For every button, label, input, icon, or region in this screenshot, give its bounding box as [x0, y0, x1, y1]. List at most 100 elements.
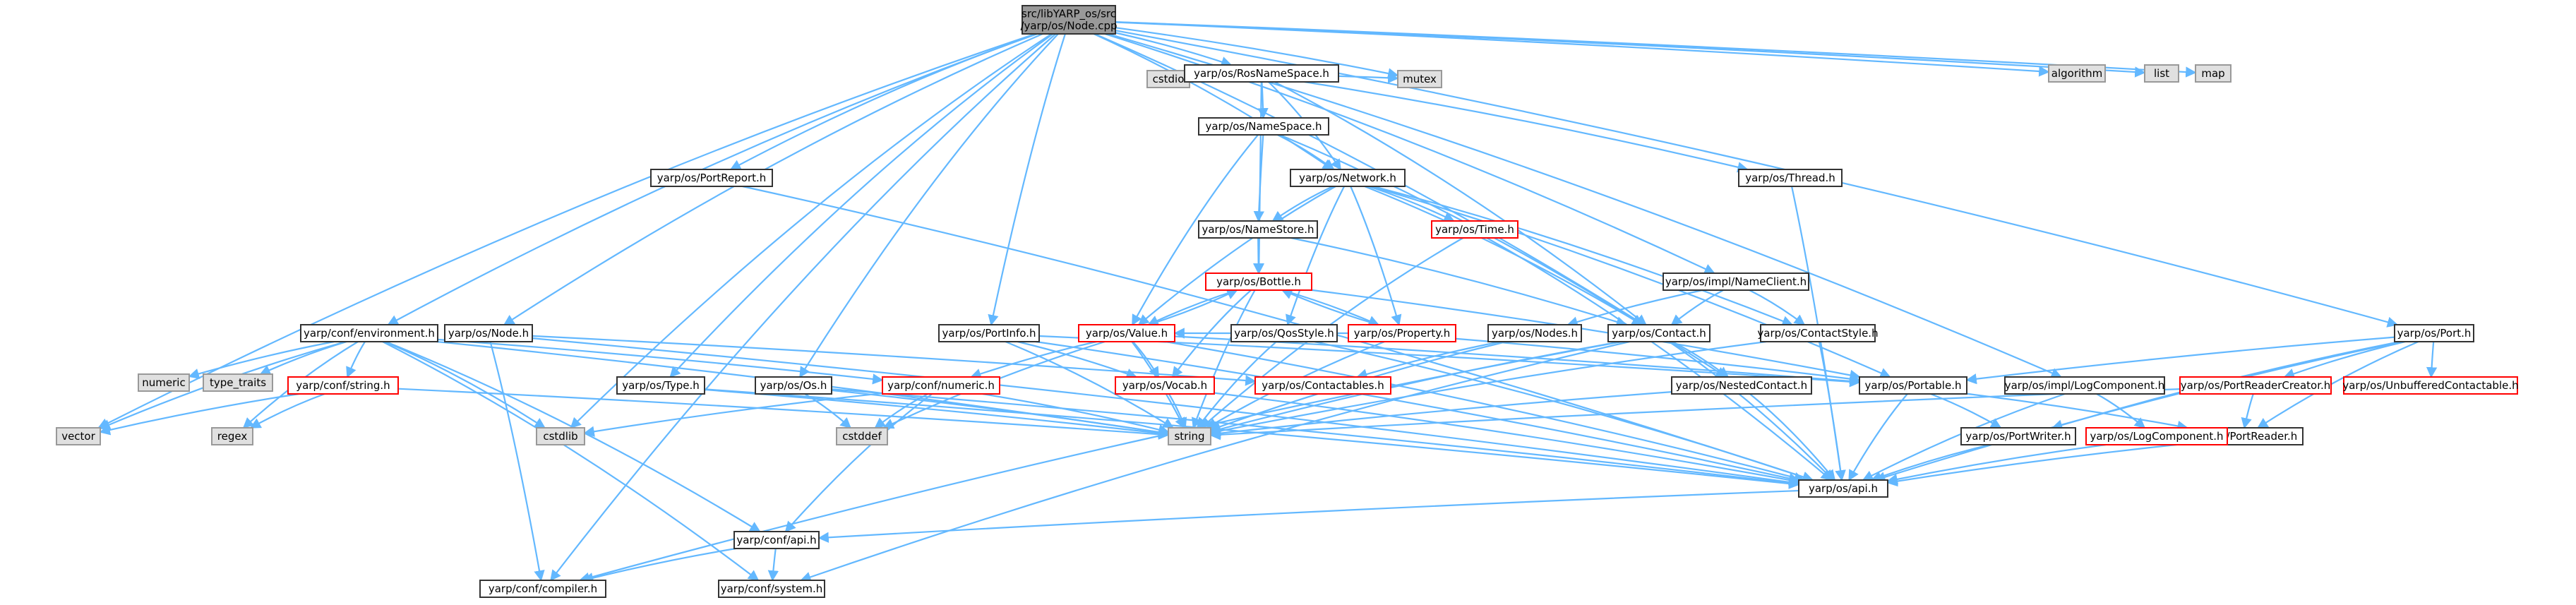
- node-RosNameSpace[interactable]: yarp/os/RosNameSpace.h: [1184, 64, 1339, 83]
- node-box: [2343, 376, 2518, 395]
- node-box: [536, 427, 585, 445]
- node-PortReport[interactable]: yarp/os/PortReport.h: [650, 169, 773, 187]
- node-list[interactable]: list: [2144, 64, 2179, 83]
- node-ContactStyle[interactable]: yarp/os/ContactStyle.h: [1757, 324, 1879, 342]
- node-type_traits[interactable]: type_traits: [203, 373, 273, 392]
- node-label: cstdlib: [543, 430, 577, 443]
- edge-Network-to-Time: [1368, 185, 1455, 222]
- node-label: yarp/os/PortReaderCreator.h: [2181, 379, 2331, 392]
- node-LogComponent[interactable]: yarp/os/LogComponent.h: [2085, 427, 2228, 445]
- edge-Type-to-string: [704, 388, 1170, 439]
- node-algorithm[interactable]: algorithm: [2048, 64, 2106, 83]
- node-NameStore[interactable]: yarp/os/NameStore.h: [1198, 220, 1318, 239]
- node-box: [1663, 272, 1809, 291]
- node-box: [836, 427, 888, 445]
- node-cstdlib[interactable]: cstdlib: [536, 427, 585, 445]
- edge-OsH-to-Api: [831, 388, 1800, 489]
- node-ConfEnvironment[interactable]: yarp/conf/environment.h: [300, 324, 438, 342]
- node-box: [938, 324, 1040, 342]
- edge-ConfEnvironment-to-ConfNumeric: [437, 338, 884, 385]
- node-label: yarp/conf/system.h: [721, 582, 823, 595]
- node-Type[interactable]: yarp/os/Type.h: [616, 376, 705, 395]
- node-map[interactable]: map: [2195, 64, 2231, 83]
- node-PortWriter[interactable]: yarp/os/PortWriter.h: [1960, 427, 2076, 445]
- node-UnbufferedContactable[interactable]: yarp/os/UnbufferedContactable.h: [2342, 376, 2519, 395]
- node-label: yarp/os/PortWriter.h: [1965, 430, 2071, 443]
- edge-Api-to-ConfApi: [817, 489, 1799, 543]
- node-label: yarp/os/Type.h: [622, 379, 700, 392]
- node-regex[interactable]: regex: [211, 427, 253, 445]
- edge-root-to-PortInfo: [988, 33, 1066, 326]
- node-box: [1198, 220, 1318, 239]
- node-ConfSystem[interactable]: yarp/conf/system.h: [718, 580, 825, 598]
- node-box: [1960, 427, 2076, 445]
- node-PortInfo[interactable]: yarp/os/PortInfo.h: [938, 324, 1040, 342]
- node-NodeH[interactable]: yarp/os/Node.h: [444, 324, 533, 342]
- edge-PortH-to-UnbufferedContactable: [2426, 341, 2438, 378]
- node-mutex[interactable]: mutex: [1397, 70, 1442, 88]
- node-string[interactable]: string: [1168, 427, 1211, 445]
- node-Nodes[interactable]: yarp/os/Nodes.h: [1487, 324, 1582, 342]
- node-label: yarp/os/Node.h: [448, 327, 529, 340]
- node-label: yarp/os/NestedContact.h: [1676, 379, 1807, 392]
- node-PortReaderCreator[interactable]: yarp/os/PortReaderCreator.h: [2179, 376, 2332, 395]
- edge-NodeH-to-Api: [532, 337, 1800, 488]
- node-label: yarp/os/NameStore.h: [1202, 223, 1314, 236]
- edge-PortH-to-PortReaderCreator: [2283, 340, 2406, 379]
- node-QosStyle[interactable]: yarp/os/QosStyle.h: [1230, 324, 1338, 342]
- node-box: [1115, 376, 1215, 395]
- node-label: yarp/os/Thread.h: [1745, 172, 1835, 184]
- node-Value[interactable]: yarp/os/Value.h: [1078, 324, 1175, 342]
- node-cstdio[interactable]: cstdio: [1146, 70, 1190, 88]
- node-box: [1607, 324, 1711, 342]
- edge-Time-to-string: [1200, 237, 1464, 429]
- node-vector[interactable]: vector: [56, 427, 101, 445]
- node-NameClient[interactable]: yarp/os/impl/NameClient.h: [1663, 272, 1809, 291]
- edge-NestedContact-to-string: [1209, 391, 1672, 439]
- node-box: [56, 427, 101, 445]
- edge-root-to-ConfCompiler: [550, 33, 1057, 582]
- node-ConfApi[interactable]: yarp/conf/api.h: [733, 531, 820, 549]
- node-ConfNumeric[interactable]: yarp/conf/numeric.h: [882, 376, 1000, 395]
- node-Vocab[interactable]: yarp/os/Vocab.h: [1115, 376, 1215, 395]
- node-NestedContact[interactable]: yarp/os/NestedContact.h: [1671, 376, 1812, 395]
- node-root[interactable]: src/libYARP_os/src/yarp/os/Node.cpp: [1020, 5, 1118, 35]
- node-cstddef[interactable]: cstddef: [836, 427, 888, 445]
- edge-ContactStyle-to-string: [1209, 340, 1766, 436]
- edge-ConfEnvironment-to-numeric: [188, 340, 335, 379]
- node-LogComponentImpl[interactable]: yarp/os/impl/LogComponent.h: [2004, 376, 2165, 395]
- node-OsH[interactable]: yarp/os/Os.h: [755, 376, 832, 395]
- node-Portable[interactable]: yarp/os/Portable.h: [1859, 376, 1967, 395]
- edge-PortInfo-to-Api: [1035, 340, 1800, 484]
- node-Network[interactable]: yarp/os/Network.h: [1290, 169, 1406, 187]
- node-box: [1198, 117, 1329, 136]
- node-ConfString[interactable]: yarp/conf/string.h: [287, 376, 399, 395]
- node-box: [300, 324, 438, 342]
- node-ConfCompiler[interactable]: yarp/conf/compiler.h: [479, 580, 606, 598]
- node-label: yarp/os/Time.h: [1435, 223, 1514, 236]
- node-label: yarp/os/impl/NameClient.h: [1665, 275, 1807, 288]
- edge-Value-to-Bottle: [1148, 289, 1238, 326]
- node-Contactables[interactable]: yarp/os/Contactables.h: [1254, 376, 1391, 395]
- node-Property[interactable]: yarp/os/Property.h: [1348, 324, 1456, 342]
- node-label: regex: [217, 430, 248, 443]
- node-NameSpace[interactable]: yarp/os/NameSpace.h: [1198, 117, 1329, 136]
- node-Time[interactable]: yarp/os/Time.h: [1431, 220, 1518, 239]
- node-Thread[interactable]: yarp/os/Thread.h: [1738, 169, 1843, 187]
- node-PortH[interactable]: yarp/os/Port.h: [2394, 324, 2474, 342]
- edge-Portable-to-Api: [1848, 393, 1908, 481]
- node-box: [1184, 64, 1339, 83]
- edge-ContactStyle-to-Api: [1818, 341, 1846, 481]
- edge-NameStore-to-Contact: [1290, 236, 1628, 328]
- node-numeric[interactable]: numeric: [138, 373, 190, 392]
- edge-NameClient-to-Contact: [1670, 289, 1724, 325]
- node-Api[interactable]: yarp/os/api.h: [1798, 479, 1888, 498]
- node-label: yarp/conf/environment.h: [304, 327, 435, 340]
- node-Bottle[interactable]: yarp/os/Bottle.h: [1205, 272, 1312, 291]
- edge-ConfEnvironment-to-cstdlib: [384, 340, 546, 429]
- node-Contact[interactable]: yarp/os/Contact.h: [1607, 324, 1711, 342]
- edge-PortH-to-PortReader: [2257, 340, 2419, 429]
- node-label: yarp/conf/compiler.h: [489, 582, 597, 595]
- node-box: [2144, 64, 2179, 83]
